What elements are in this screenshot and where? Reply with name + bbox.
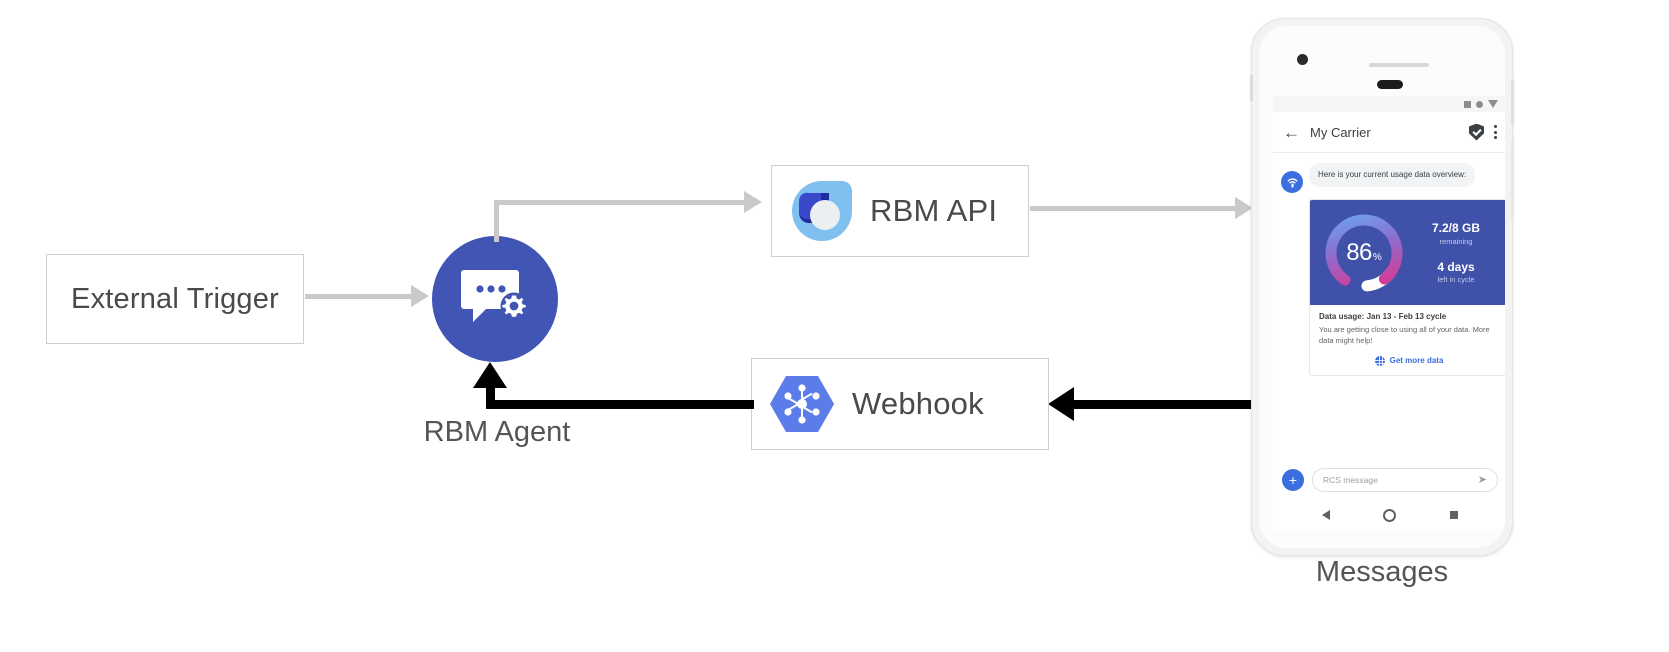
messages-caption: Messages [1315,556,1449,588]
gauge-value-group: 86 % [1320,209,1408,297]
message-row: Here is your current usage data overview… [1281,163,1499,193]
usage-gauge: 86 % [1320,209,1408,297]
rcs-message-input[interactable]: RCS message ➤ [1312,468,1498,492]
phone-speaker-grille [1377,80,1403,89]
phone-device: ← My Carrier [1250,18,1514,556]
rbm-droplet-icon [792,181,852,241]
usage-card-hero: 86 % 7.2/8 GB remaining 4 days left in c… [1310,200,1505,305]
usage-card-description: You are getting close to using all of yo… [1319,325,1490,346]
edge-webhook-to-agent-vertical [486,386,495,409]
chat-gear-icon [461,270,528,322]
carrier-signal-icon [1281,171,1303,193]
get-more-data-label: Get more data [1389,356,1444,365]
usage-card-body: Data usage: Jan 13 - Feb 13 cycle You ar… [1310,305,1505,375]
edge-trigger-to-agent [305,294,411,299]
edge-phone-to-webhook-arrowhead [1048,387,1074,421]
usage-stat-data-value: 7.2/8 GB [1431,221,1481,236]
globe-icon [1374,355,1385,366]
rcs-message-placeholder: RCS message [1323,475,1378,485]
edge-phone-to-webhook [1074,400,1254,409]
phone-side-button-left [1250,75,1253,101]
node-webhook[interactable]: Webhook [751,358,1049,450]
rbm-agent-label: RBM Agent [423,416,571,448]
rbm-api-label: RBM API [870,193,998,228]
phone-bezel: ← My Carrier [1259,26,1505,548]
back-arrow-icon[interactable]: ← [1283,122,1300,142]
gcp-pubsub-hex-icon [770,376,834,432]
phone-screen: ← My Carrier [1273,96,1505,530]
edge-agent-to-api-horizontal [494,200,744,205]
data-usage-card[interactable]: 86 % 7.2/8 GB remaining 4 days left in c… [1309,199,1505,376]
webhook-label: Webhook [852,386,984,421]
usage-stats: 7.2/8 GB remaining 4 days left in cycle [1414,221,1498,284]
android-nav-bar [1273,500,1505,530]
usage-stat-days-caption: left in cycle [1437,274,1475,284]
nav-back-icon[interactable] [1321,510,1330,520]
plus-icon[interactable]: + [1282,469,1304,491]
usage-stat-days-value: 4 days [1437,259,1475,274]
phone-camera-icon [1297,54,1308,65]
usage-stat-data-caption: remaining [1439,236,1473,246]
message-bubble: Here is your current usage data overview… [1309,163,1476,187]
gauge-percent-symbol: % [1372,251,1382,263]
node-external-trigger[interactable]: External Trigger [46,254,304,344]
nav-recents-icon[interactable] [1450,511,1459,519]
phone-side-button-right-lower [1511,139,1514,219]
app-bar: ← My Carrier [1273,112,1505,153]
shield-check-icon[interactable] [1469,123,1484,141]
gauge-value: 86 [1346,238,1372,266]
nav-home-icon[interactable] [1383,508,1397,522]
phone-earpiece [1369,63,1429,67]
edge-agent-to-api-vertical [494,200,499,242]
kebab-menu-icon[interactable] [1494,125,1497,139]
edge-webhook-to-agent-arrowhead [473,362,507,388]
edge-agent-to-api-arrowhead [744,191,762,213]
circle-icon [1476,100,1483,108]
app-bar-title: My Carrier [1310,124,1371,140]
node-rbm-agent[interactable] [432,236,558,362]
edge-api-to-phone-arrowhead [1235,197,1253,219]
edge-trigger-to-agent-arrowhead [411,285,429,307]
square-icon [1464,100,1471,108]
status-bar [1273,96,1505,112]
get-more-data-button[interactable]: Get more data [1319,355,1499,366]
conversation-area: Here is your current usage data overview… [1273,153,1505,488]
edge-webhook-to-agent-horizontal [494,400,754,409]
message-composer: + RCS message ➤ [1273,460,1505,500]
phone-side-button-right-upper [1511,79,1514,125]
edge-api-to-phone [1030,206,1235,211]
send-icon[interactable]: ➤ [1477,473,1487,486]
node-rbm-api[interactable]: RBM API [771,165,1029,257]
external-trigger-label: External Trigger [71,282,279,315]
triangle-down-icon [1488,100,1498,108]
usage-card-title: Data usage: Jan 13 - Feb 13 cycle [1319,312,1447,321]
